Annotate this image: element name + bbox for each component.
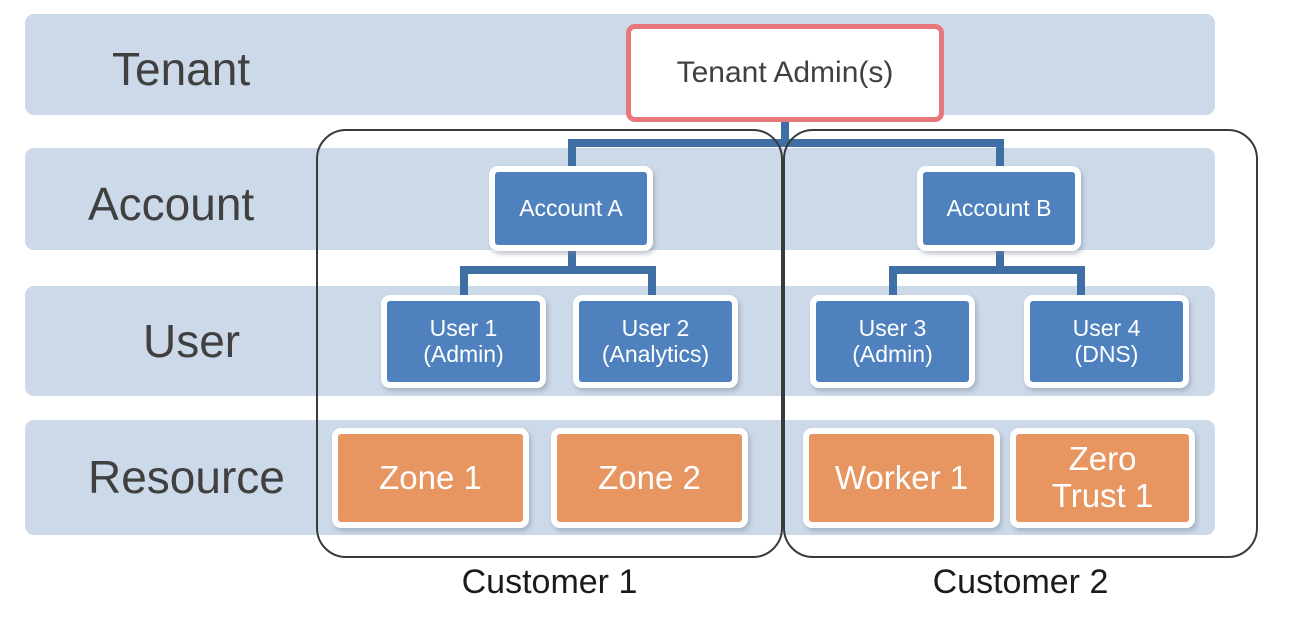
group-label-customer-2: Customer 2 [932, 563, 1109, 601]
layer-band-tenant [25, 14, 1215, 115]
node-user-1-role: (Admin) [423, 340, 504, 367]
node-user-2-name: User 2 [621, 314, 690, 341]
layer-label-user: User [143, 315, 241, 367]
layer-label-resource: Resource [88, 451, 285, 503]
node-user-4-role: (DNS) [1074, 340, 1139, 367]
node-resource-zero-trust-1-label: Zero Trust 1 [1051, 440, 1154, 515]
connector-account-bus [568, 139, 1004, 147]
node-user-3-role: (Admin) [852, 340, 933, 367]
node-resource-zero-trust-1[interactable]: Zero Trust 1 [1010, 428, 1195, 528]
node-tenant-admin[interactable]: Tenant Admin(s) [626, 24, 944, 122]
group-label-customer-1: Customer 1 [461, 563, 638, 601]
node-resource-zone-2-label: Zone 2 [598, 458, 701, 496]
node-user-1[interactable]: User 1 (Admin) [381, 295, 546, 388]
node-resource-zone-1[interactable]: Zone 1 [332, 428, 529, 528]
connector-user1-drop [460, 266, 468, 298]
node-user-2-role: (Analytics) [601, 340, 710, 367]
connector-user3-drop [889, 266, 897, 298]
node-user-4[interactable]: User 4 (DNS) [1024, 295, 1189, 388]
node-user-4-label: User 4 (DNS) [1072, 314, 1141, 368]
node-user-3-name: User 3 [858, 314, 927, 341]
node-account-a[interactable]: Account A [489, 166, 653, 251]
node-account-b[interactable]: Account B [917, 166, 1081, 251]
node-resource-worker-1-label: Worker 1 [834, 458, 969, 496]
node-resource-worker-1[interactable]: Worker 1 [803, 428, 1000, 528]
node-resource-zero-trust-1-line1: Zero [1068, 440, 1137, 478]
connector-account-a-drop [568, 139, 576, 173]
node-user-2[interactable]: User 2 (Analytics) [573, 295, 738, 388]
node-user-3-label: User 3 (Admin) [852, 314, 933, 368]
node-user-1-label: User 1 (Admin) [423, 314, 504, 368]
node-user-4-name: User 4 [1072, 314, 1141, 341]
node-resource-zone-2[interactable]: Zone 2 [551, 428, 748, 528]
node-user-1-name: User 1 [429, 314, 498, 341]
connector-user4-drop [1077, 266, 1085, 298]
connector-account-b-stem [996, 248, 1004, 272]
connector-account-a-stem [568, 248, 576, 272]
node-tenant-admin-label: Tenant Admin(s) [676, 56, 894, 89]
node-user-3[interactable]: User 3 (Admin) [810, 295, 975, 388]
connector-account-b-drop [996, 139, 1004, 173]
connector-user-bus-b [889, 266, 1085, 274]
node-resource-zero-trust-1-line2: Trust 1 [1051, 477, 1154, 514]
node-account-b-label: Account B [946, 194, 1052, 221]
connector-user-bus-a [460, 266, 656, 274]
layer-label-tenant: Tenant [112, 43, 251, 95]
node-user-2-label: User 2 (Analytics) [601, 314, 710, 368]
node-account-a-label: Account A [519, 194, 623, 221]
connector-user2-drop [648, 266, 656, 298]
group-customer-2 [783, 129, 1258, 558]
node-resource-zone-1-label: Zone 1 [379, 458, 482, 496]
group-customer-1 [316, 129, 783, 558]
layer-label-account: Account [88, 178, 255, 230]
connector-tenant-stem [781, 118, 789, 146]
